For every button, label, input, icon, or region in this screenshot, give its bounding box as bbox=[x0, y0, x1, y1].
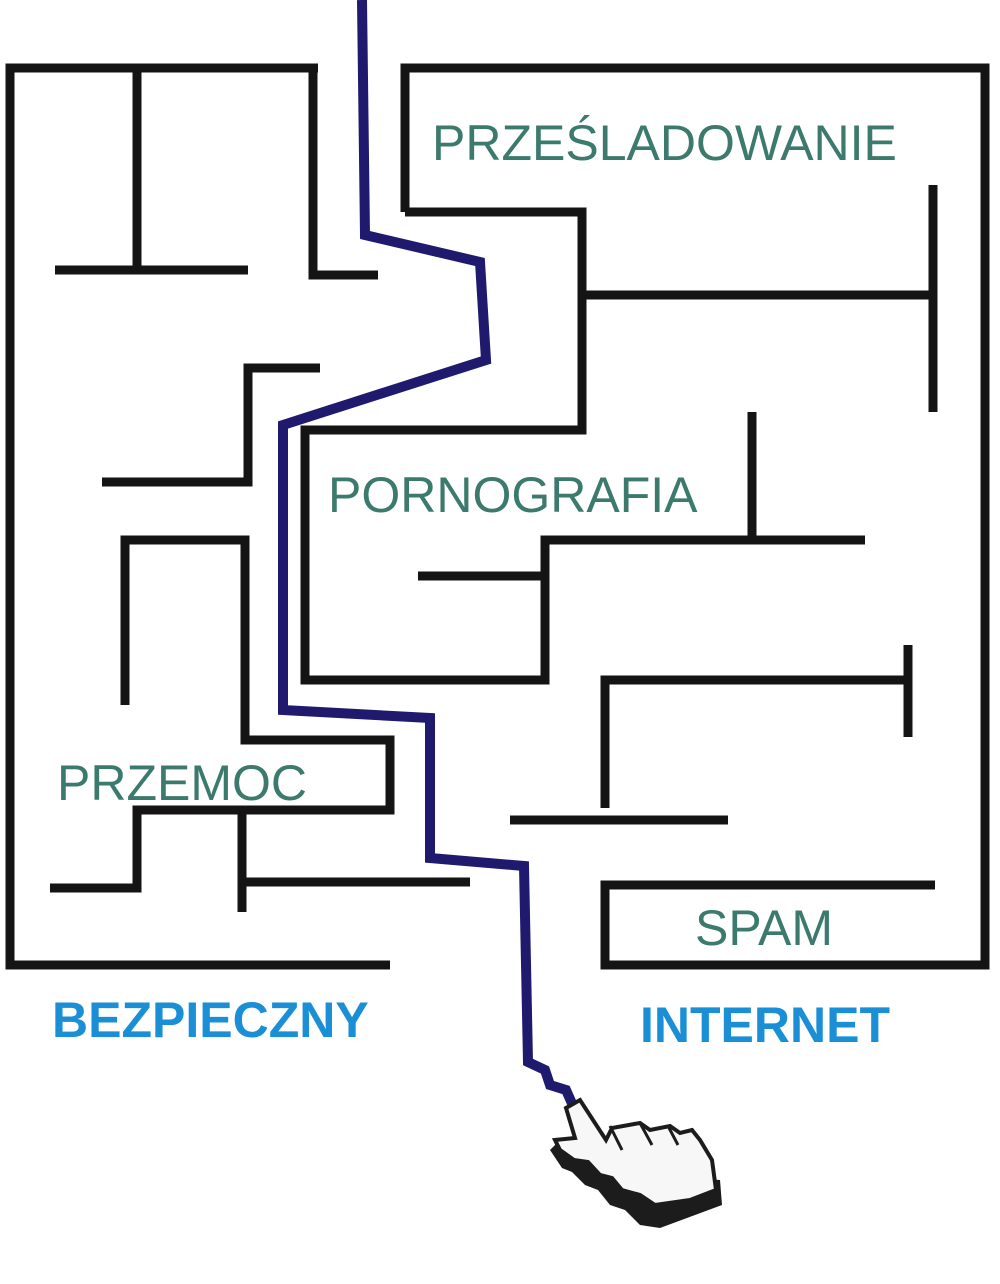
wall bbox=[308, 68, 378, 280]
wall bbox=[102, 363, 320, 487]
maze-walls bbox=[5, 63, 990, 970]
wall bbox=[300, 207, 865, 685]
label-violence: PRZEMOC bbox=[57, 755, 307, 811]
label-spam: SPAM bbox=[695, 900, 833, 956]
wall-left-outer bbox=[5, 63, 390, 970]
wall bbox=[50, 535, 395, 893]
wall-right-outer bbox=[400, 63, 990, 970]
title-internet: INTERNET bbox=[640, 997, 890, 1053]
hand-cursor-icon bbox=[550, 1097, 722, 1228]
title-safe: BEZPIECZNY bbox=[52, 992, 369, 1048]
safe-route-cable bbox=[278, 0, 579, 1111]
label-harassment: PRZEŚLADOWANIE bbox=[432, 114, 897, 171]
wall bbox=[600, 675, 908, 808]
label-pornography: PORNOGRAFIA bbox=[328, 467, 698, 523]
